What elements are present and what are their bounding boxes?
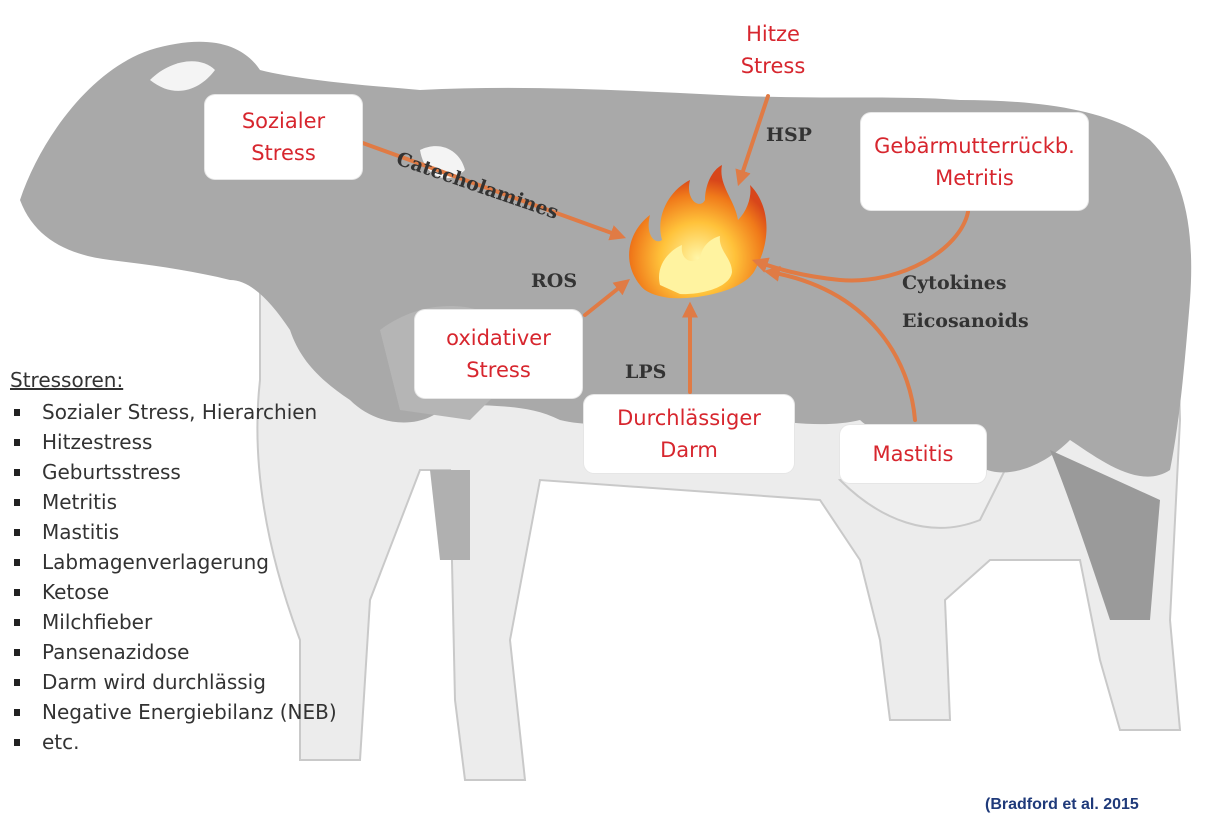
node-sozialer-stress: Sozialer Stress: [205, 95, 362, 179]
label-lps: LPS: [625, 357, 666, 387]
label-cytokines: Cytokines: [902, 268, 1007, 298]
list-item: Negative Energiebilanz (NEB): [10, 697, 337, 727]
list-item: Hitzestress: [10, 427, 337, 457]
citation: (Bradford et al. 2015: [985, 796, 1139, 814]
list-item: Mastitis: [10, 517, 337, 547]
node-gebaermutter-metritis: Gebärmutterrückb. Metritis: [861, 113, 1088, 210]
list-item: Sozialer Stress, Hierarchien: [10, 397, 337, 427]
list-item: Pansenazidose: [10, 637, 337, 667]
list-item: Darm wird durchlässig: [10, 667, 337, 697]
node-durchlaessiger-darm: Durchlässiger Darm: [584, 395, 794, 473]
node-oxidativer-stress: oxidativer Stress: [415, 310, 582, 398]
list-item: Milchfieber: [10, 607, 337, 637]
node-mastitis: Mastitis: [840, 425, 986, 483]
list-item: Ketose: [10, 577, 337, 607]
label-eicosanoids: Eicosanoids: [902, 306, 1029, 336]
label-ros: ROS: [531, 266, 577, 296]
list-item: etc.: [10, 727, 337, 757]
stressor-heading: Stressoren:: [10, 363, 337, 397]
list-item: Labmagenverlagerung: [10, 547, 337, 577]
list-item: Geburtsstress: [10, 457, 337, 487]
label-hsp: HSP: [766, 120, 812, 150]
list-item: Metritis: [10, 487, 337, 517]
stressor-list: Stressoren: Sozialer Stress, Hierarchien…: [10, 363, 337, 757]
node-hitze-stress: Hitze Stress: [723, 18, 823, 82]
